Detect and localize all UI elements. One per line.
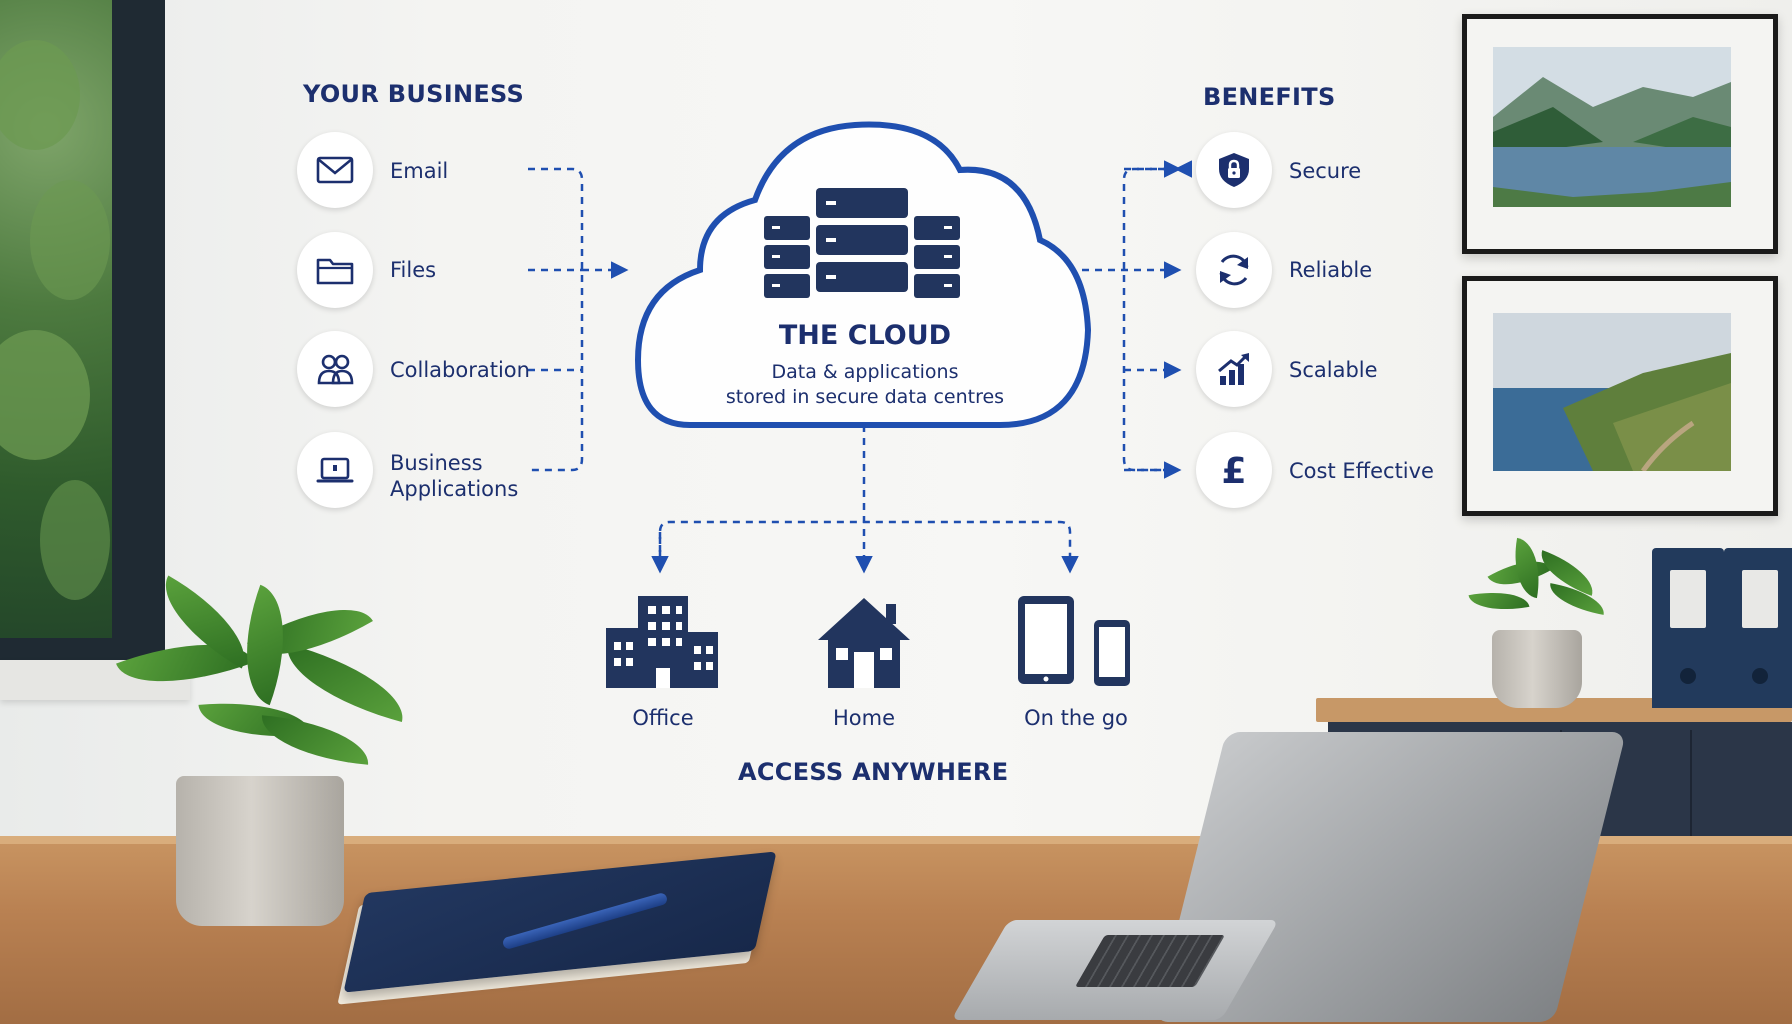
people-icon: [297, 331, 373, 407]
laptop-icon: [297, 432, 373, 508]
access-label-on-the-go: On the go: [1024, 706, 1128, 730]
business-item-label: Email: [390, 159, 449, 183]
shield-lock-icon: [1196, 132, 1272, 208]
tablet-phone-icon: [1018, 596, 1130, 686]
cloud-subtitle-line-1: Data & applications: [771, 361, 959, 383]
house-icon: [818, 598, 910, 688]
business-heading: YOUR BUSINESS: [303, 80, 525, 108]
benefit-item-label: Reliable: [1289, 258, 1373, 282]
business-item-label: Files: [390, 258, 437, 282]
benefit-item-label: Scalable: [1289, 358, 1378, 382]
binder: [1652, 548, 1724, 708]
framed-photo-coast: [1462, 276, 1778, 516]
server-rack-icon: [764, 188, 960, 298]
cloud-title: THE CLOUD: [778, 320, 952, 351]
access-label-office: Office: [632, 706, 694, 730]
window: [0, 0, 165, 680]
svg-text:£: £: [1221, 451, 1246, 490]
cloud-subtitle-line-2: stored in secure data centres: [725, 386, 1005, 408]
folder-icon: [297, 232, 373, 308]
cloud-subtitle: Data & applications stored in secure dat…: [700, 360, 1030, 410]
sync-icon: [1196, 232, 1272, 308]
window-foliage: [0, 0, 112, 638]
pound-sign-icon: £: [1196, 432, 1272, 508]
framed-photo-lake: [1462, 14, 1778, 254]
office-building-icon: [606, 596, 718, 688]
growth-chart-icon: [1196, 331, 1272, 407]
benefit-item-label: Cost Effective: [1289, 459, 1434, 483]
access-label-home: Home: [832, 706, 895, 730]
business-item-label: Business Applications: [390, 451, 519, 501]
binder: [1724, 548, 1792, 708]
benefits-heading: BENEFITS: [1203, 83, 1336, 111]
envelope-icon: [297, 132, 373, 208]
benefit-item-label: Secure: [1289, 159, 1362, 183]
business-item-label: Collaboration: [390, 358, 530, 382]
access-heading: ACCESS ANYWHERE: [738, 758, 1009, 786]
